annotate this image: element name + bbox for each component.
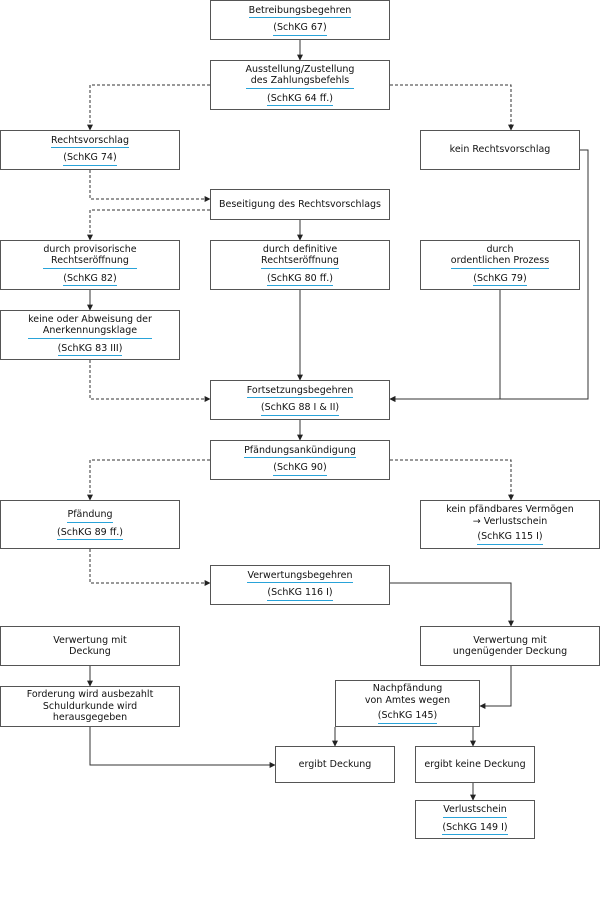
edge-forderung-ergibtdeckung [89,727,276,768]
edge-ausstellung-keinrv [390,84,514,131]
edge-ankuendigung-pfaendung [87,459,210,501]
node-title: durch definitive Rechtseröffnung [261,244,339,269]
node-title: ergibt Deckung [298,758,372,770]
edge-rechtsvorschlag-beseitigung [89,170,211,202]
node-kein-pfaendbares-vermoegen: kein pfändbares Vermögen → Verlustschein… [420,500,600,549]
edge-pfaendung-verwertungsbegehren [89,549,211,586]
node-title: Verlustschein [443,804,507,818]
edge-verwertungsbegehren-ungenuegend [390,582,514,627]
node-ausstellung-zahlungsbefehl: Ausstellung/Zustellung des Zahlungsbefeh… [210,60,390,110]
edge-ungenuegend-nachpfaendung [479,666,512,709]
node-reference: (SchKG 82) [63,273,117,287]
node-reference: (SchKG 79) [473,273,527,287]
node-verwertung-mit-deckung: Verwertung mit Deckung [0,626,180,666]
node-reference: (SchKG 80 ff.) [267,273,333,287]
node-reference: (SchKG 89 ff.) [57,527,123,540]
node-betreibungsbegehren: Betreibungsbegehren (SchKG 67) [210,0,390,40]
edge-abweisung-fortsetzung [89,360,211,402]
node-verwertung-ungenuegende-deckung: Verwertung mit ungenügender Deckung [420,626,600,666]
edge-ordentlich-fortsetzung [389,290,501,402]
node-nachpfaendung: Nachpfändung von Amtes wegen (SchKG 145) [335,680,480,727]
node-reference: (SchKG 116 I) [267,587,333,601]
node-reference: (SchKG 145) [377,710,438,724]
node-title: Pfändungsankündigung [244,445,356,458]
node-reference: (SchKG 64 ff.) [267,93,333,107]
node-title: Rechtsvorschlag [51,135,129,148]
node-pfaendung: Pfändung (SchKG 89 ff.) [0,500,180,549]
node-title: Pfändung [67,509,113,523]
node-title: Nachpfändung von Amtes wegen [364,683,451,706]
node-reference: (SchKG 83 III) [57,343,123,357]
node-title: Betreibungsbegehren [248,5,352,18]
node-reference: (SchKG 67) [273,22,327,36]
edge-beseitigung-provisorische [87,209,210,241]
edge-ausstellung-rechtsvorschlag [87,84,210,131]
node-title: Ausstellung/Zustellung des Zahlungsbefeh… [245,64,355,89]
node-rechtsvorschlag: Rechtsvorschlag (SchKG 74) [0,130,180,170]
node-title: ergibt keine Deckung [424,758,526,770]
node-forderung-ausbezahlt: Forderung wird ausbezahlt Schuldurkunde … [0,686,180,727]
node-title: keine oder Abweisung der Anerkennungskla… [28,314,152,339]
edge-ankuendigung-keinvermoegen [390,459,514,501]
node-fortsetzungsbegehren: Fortsetzungsbegehren (SchKG 88 I & II) [210,380,390,420]
node-abweisung-anerkennungsklage: keine oder Abweisung der Anerkennungskla… [0,310,180,360]
node-ordentlicher-prozess: durch ordentlichen Prozess (SchKG 79) [420,240,580,290]
node-title: Beseitigung des Rechtsvorschlags [218,198,382,210]
node-reference: (SchKG 90) [273,462,327,476]
node-ergibt-keine-deckung: ergibt keine Deckung [415,746,535,783]
node-title: kein Rechtsvorschlag [449,144,551,156]
node-ergibt-deckung: ergibt Deckung [275,746,395,783]
edge-keinrv-fortsetzung [389,149,589,402]
node-definitive-rechtseroeffnung: durch definitive Rechtseröffnung (SchKG … [210,240,390,290]
node-reference: (SchKG 149 I) [442,822,508,835]
node-reference: (SchKG 115 I) [477,531,543,545]
node-verlustschein: Verlustschein (SchKG 149 I) [415,800,535,839]
node-kein-rechtsvorschlag: kein Rechtsvorschlag [420,130,580,170]
node-title: Fortsetzungsbegehren [246,385,354,398]
node-provisorische-rechtseroeffnung: durch provisorische Rechtseröffnung (Sch… [0,240,180,290]
node-beseitigung-rechtsvorschlag: Beseitigung des Rechtsvorschlags [210,189,390,220]
node-title: kein pfändbares Vermögen → Verlustschein [446,504,574,527]
node-title: Verwertungsbegehren [247,570,353,583]
node-title: durch provisorische Rechtseröffnung [43,244,137,269]
node-title: Forderung wird ausbezahlt Schuldurkunde … [26,689,154,724]
node-pfaendungsankuendigung: Pfändungsankündigung (SchKG 90) [210,440,390,480]
node-title: durch ordentlichen Prozess [450,244,550,269]
node-title: Verwertung mit Deckung [53,634,127,658]
node-reference: (SchKG 88 I & II) [260,402,340,416]
node-reference: (SchKG 74) [63,152,117,166]
node-title: Verwertung mit ungenügender Deckung [452,634,568,658]
node-verwertungsbegehren: Verwertungsbegehren (SchKG 116 I) [210,565,390,605]
